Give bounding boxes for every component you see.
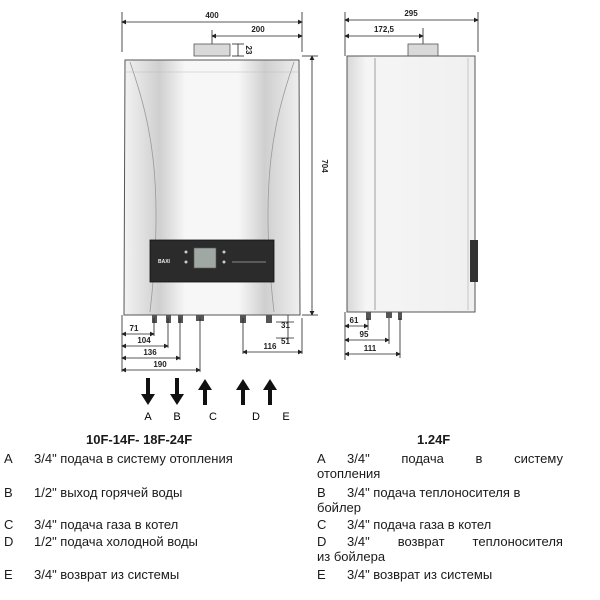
connection-arrows: A B C D E bbox=[141, 378, 290, 423]
item-text: 1/2" подача холодной воды bbox=[34, 534, 198, 549]
arrow-label-a: A bbox=[144, 411, 152, 423]
item-letter: A bbox=[4, 451, 13, 466]
list-item: C 3/4" подача газа в котел bbox=[4, 517, 294, 532]
side-view: 295 172,5 61 95 111 bbox=[344, 9, 479, 360]
item-text: 3/4" подача газа в котел bbox=[34, 517, 179, 532]
dim-136: 136 bbox=[143, 348, 157, 357]
item-text: 3/4" подача в систему отопления bbox=[34, 451, 233, 466]
dim-side-61: 61 bbox=[350, 316, 359, 325]
dim-height: 704 bbox=[320, 159, 329, 173]
list-item: E 3/4" возврат из системы bbox=[4, 567, 294, 582]
arrow-a: A bbox=[141, 378, 155, 423]
dim-side-95: 95 bbox=[360, 330, 369, 339]
flue-outlet bbox=[193, 43, 231, 57]
item-letter: D bbox=[4, 534, 14, 549]
item-text: 3/4" подача газа в котел bbox=[347, 517, 492, 532]
arrow-label-d: D bbox=[252, 411, 260, 423]
list-item: B 1/2" выход горячей воды bbox=[4, 485, 294, 500]
item-letter: A bbox=[317, 451, 326, 466]
technical-drawing: 400 200 23 BAXI bbox=[121, 9, 479, 423]
dim-side-flue: 172,5 bbox=[374, 25, 395, 34]
side-body bbox=[346, 55, 476, 313]
arrow-label-b: B bbox=[173, 411, 180, 423]
list-item: B 3/4" подача теплоносителя в бойлер bbox=[317, 485, 563, 515]
dim-71: 71 bbox=[130, 324, 139, 333]
dim-flue: 23 bbox=[244, 46, 253, 55]
list-item: D 3/4" возврат теплоносителя из бойлера bbox=[317, 534, 563, 564]
dim-31: 31 bbox=[281, 321, 290, 330]
arrow-label-c: C bbox=[209, 411, 217, 423]
list-item: A 3/4" подача в систему отопления bbox=[4, 451, 294, 466]
item-letter: E bbox=[317, 567, 326, 582]
item-letter: C bbox=[317, 517, 327, 532]
arrow-d: D bbox=[236, 379, 260, 423]
dim-front-half: 200 bbox=[251, 25, 265, 34]
dim-104: 104 bbox=[137, 336, 151, 345]
item-text: 1/2" выход горячей воды bbox=[34, 485, 183, 500]
list-item: E 3/4" возврат из системы bbox=[317, 567, 563, 582]
arrow-b: B bbox=[170, 378, 184, 423]
dim-front-width: 400 bbox=[205, 11, 219, 20]
arrow-c: C bbox=[198, 379, 217, 423]
panel-display bbox=[193, 247, 217, 269]
dim-side-111: 111 bbox=[364, 344, 377, 353]
right-column-title: 1.24F bbox=[417, 432, 451, 447]
arrow-label-e: E bbox=[282, 411, 289, 423]
item-text-line2: бойлер bbox=[317, 500, 361, 515]
dim-side-depth: 295 bbox=[404, 9, 418, 18]
list-item: D 1/2" подача холодной воды bbox=[4, 534, 294, 549]
item-text: 3/4" подача теплоносителя в bbox=[347, 485, 521, 500]
panel-brand: BAXI bbox=[158, 259, 171, 265]
item-text-line2: из бойлера bbox=[317, 549, 386, 564]
dim-51: 51 bbox=[281, 337, 290, 346]
item-text: 3/4" возврат из системы bbox=[347, 567, 493, 582]
list-item: C 3/4" подача газа в котел bbox=[317, 517, 563, 532]
item-letter: B bbox=[4, 485, 13, 500]
item-text-line2: отопления bbox=[317, 466, 381, 481]
item-letter: D bbox=[317, 534, 327, 549]
dim-190: 190 bbox=[153, 360, 167, 369]
left-column-title: 10F-14F- 18F-24F bbox=[86, 432, 193, 447]
side-panel-edge bbox=[470, 240, 478, 282]
arrow-e: E bbox=[263, 379, 290, 423]
item-letter: E bbox=[4, 567, 13, 582]
item-letter: B bbox=[317, 485, 326, 500]
item-text: 3/4" подача в систему bbox=[347, 451, 563, 466]
list-item: A 3/4" подача в систему отопления bbox=[317, 451, 563, 481]
front-view: 400 200 23 BAXI bbox=[121, 11, 329, 373]
bottom-connections bbox=[152, 315, 272, 323]
item-text: 3/4" возврат теплоносителя bbox=[347, 534, 563, 549]
item-text: 3/4" возврат из системы bbox=[34, 567, 180, 582]
dim-116: 116 bbox=[264, 342, 277, 351]
item-letter: C bbox=[4, 517, 14, 532]
